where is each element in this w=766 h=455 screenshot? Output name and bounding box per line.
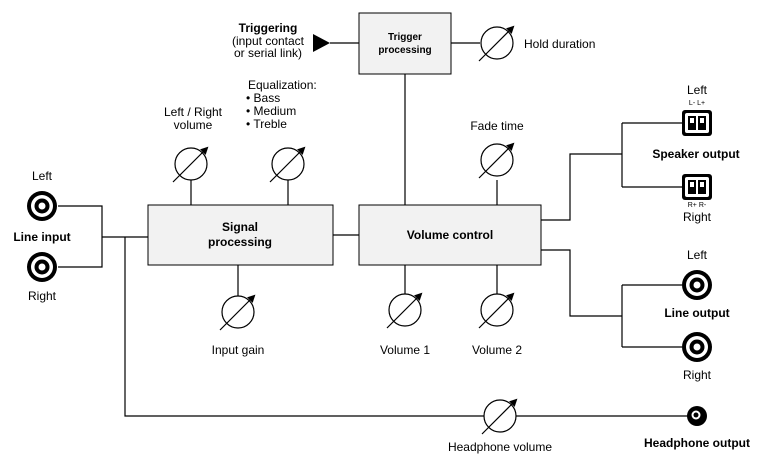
trigger-processing-block: Trigger processing	[358, 12, 452, 75]
triggering-title: Triggering	[239, 21, 298, 35]
signal-processing-label-1: Signal	[222, 220, 258, 234]
volume-2-knob-icon	[478, 292, 515, 329]
line-output-left-label: Left	[687, 248, 708, 262]
speaker-output-right-label: Right	[683, 210, 712, 224]
headphone-volume-knob-icon	[481, 398, 518, 435]
signal-processing-label-2: processing	[208, 235, 272, 249]
line-output-right-jack-icon	[682, 332, 712, 362]
speaker-bracket-wire	[621, 122, 682, 188]
input-gain-label: Input gain	[212, 343, 265, 357]
hold-duration-knob-icon	[478, 25, 515, 62]
fade-time-label: Fade time	[470, 119, 524, 133]
line-output-left-jack-icon	[682, 270, 712, 300]
equalization-item-treble: • Treble	[246, 117, 287, 131]
lr-volume-knob-icon	[172, 146, 209, 183]
triggering-detail-1: (input contact	[232, 34, 305, 48]
speaker-right-terminal-icon	[682, 174, 712, 200]
line-input-title: Line input	[13, 230, 70, 244]
lr-volume-label-1: Left / Right	[164, 105, 223, 119]
lr-volume-label-2: volume	[174, 118, 213, 132]
speaker-right-terminals-label: R+ R-	[688, 202, 707, 209]
line-output-bracket-wire	[621, 284, 682, 348]
equalization-knob-icon	[269, 146, 306, 183]
headphone-volume-label: Headphone volume	[448, 440, 552, 454]
triggering-detail-2: or serial link)	[234, 46, 302, 60]
line-output-title: Line output	[664, 306, 729, 320]
equalization-item-bass: • Bass	[246, 91, 280, 105]
volume-1-label: Volume 1	[380, 343, 430, 357]
line-input-right-label: Right	[28, 289, 57, 303]
speaker-output-left-label: Left	[687, 83, 708, 97]
equalization-item-medium: • Medium	[246, 104, 296, 118]
volume-to-line-output-wire	[541, 249, 622, 317]
line-input-left-jack-icon	[27, 191, 57, 221]
line-output-right-label: Right	[683, 368, 712, 382]
trigger-processing-label-1: Trigger	[388, 32, 422, 43]
line-input-left-label: Left	[32, 169, 53, 183]
speaker-output-title: Speaker output	[652, 147, 739, 161]
volume-2-label: Volume 2	[472, 343, 522, 357]
volume-control-label: Volume control	[407, 228, 493, 242]
volume-control-block: Volume control	[358, 204, 542, 266]
volume-to-speaker-wire	[541, 153, 622, 221]
speaker-left-terminals-label: L- L+	[689, 100, 705, 107]
wires	[58, 42, 690, 417]
volume-1-knob-icon	[386, 292, 423, 329]
signal-processing-block: Signal processing	[147, 204, 334, 266]
fade-time-knob-icon	[478, 142, 515, 179]
headphone-output-title: Headphone output	[644, 436, 750, 450]
speaker-left-terminal-icon	[682, 110, 712, 136]
equalization-title: Equalization:	[248, 78, 317, 92]
trigger-input-arrow-icon	[313, 34, 330, 52]
line-input-right-jack-icon	[27, 252, 57, 282]
hold-duration-label: Hold duration	[524, 37, 595, 51]
headphone-output-jack-icon	[687, 406, 707, 426]
trigger-processing-label-2: processing	[378, 45, 431, 56]
input-gain-knob-icon	[219, 294, 256, 331]
